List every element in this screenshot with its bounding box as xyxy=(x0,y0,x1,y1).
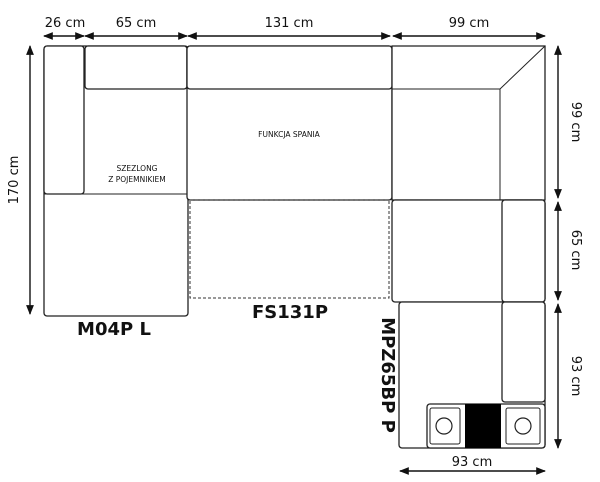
label-chaise-line2: Z POJEMNIKIEM xyxy=(108,175,166,184)
label-sleep-function: FUNKCJA SPANIA xyxy=(258,130,321,139)
dim-right-93: 93 cm xyxy=(568,356,583,397)
module-middle-sleep xyxy=(186,45,393,299)
dimension-lines xyxy=(26,32,562,475)
code-middle-module: FS131P xyxy=(252,302,328,323)
dim-top-26: 26 cm xyxy=(45,16,86,31)
left-armrest xyxy=(43,45,85,195)
dim-right-99: 99 cm xyxy=(568,102,583,143)
dim-top-99: 99 cm xyxy=(449,16,490,31)
dim-bottom-93: 93 cm xyxy=(452,455,493,470)
dim-right-65: 65 cm xyxy=(568,230,583,271)
module-right-corner xyxy=(391,45,546,201)
cup-holder-right-icon xyxy=(514,417,532,435)
module-right-65 xyxy=(391,199,546,303)
code-right-module: MPZ65BP P xyxy=(377,317,398,433)
label-chaise-line1: SZEZLONG xyxy=(116,164,157,173)
sleep-extension-dashed xyxy=(189,199,390,299)
code-left-module: M04P L xyxy=(77,319,151,340)
left-backrest xyxy=(84,45,188,90)
console-center-black xyxy=(465,404,501,448)
module-right-end xyxy=(398,301,546,449)
module-left-chaise xyxy=(43,45,189,317)
cup-holder-left-icon xyxy=(435,417,453,435)
dim-top-131: 131 cm xyxy=(265,16,314,31)
right-armrest xyxy=(501,301,546,403)
middle-backrest xyxy=(186,45,393,90)
dim-left-170: 170 cm xyxy=(7,156,22,205)
dim-top-65: 65 cm xyxy=(116,16,157,31)
